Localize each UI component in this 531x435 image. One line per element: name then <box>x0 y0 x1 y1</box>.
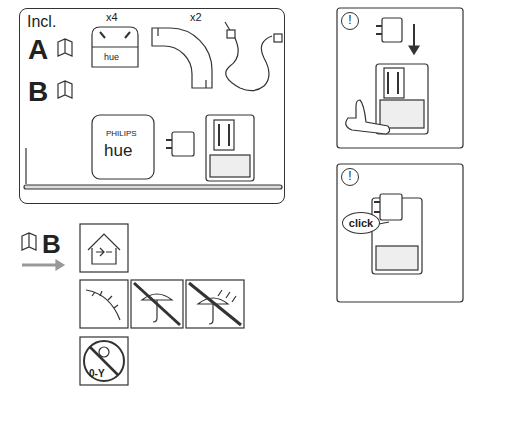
corner-connector <box>152 28 212 88</box>
brand-logo: hue <box>104 142 132 159</box>
light-strip <box>24 148 282 189</box>
instruction-panel <box>337 8 463 302</box>
manual-letter: B <box>42 231 61 257</box>
manual-letter: B <box>28 78 48 106</box>
warning-circle: ! <box>341 12 359 30</box>
mounting-clip <box>92 27 138 67</box>
manual-icon <box>22 39 72 270</box>
node-text: ! <box>348 14 351 27</box>
warning-circle: ! <box>341 168 359 186</box>
node-text: click <box>349 217 373 229</box>
clip-brand: hue <box>104 53 119 62</box>
usage-symbols <box>80 224 244 385</box>
quantity: x2 <box>190 12 202 23</box>
power-cable <box>225 22 282 91</box>
package-panel: Incl. <box>19 8 285 204</box>
node-text: Incl. <box>27 13 277 31</box>
age-warning: 0-Y <box>89 369 105 379</box>
brand-name: PHILIPS <box>106 130 137 138</box>
quantity: x4 <box>106 12 118 23</box>
bridge-device <box>92 115 154 179</box>
click-bubble: click <box>342 212 380 234</box>
manual-letter: A <box>28 36 48 64</box>
node-text: ! <box>348 170 351 183</box>
power-adapter <box>166 115 254 181</box>
